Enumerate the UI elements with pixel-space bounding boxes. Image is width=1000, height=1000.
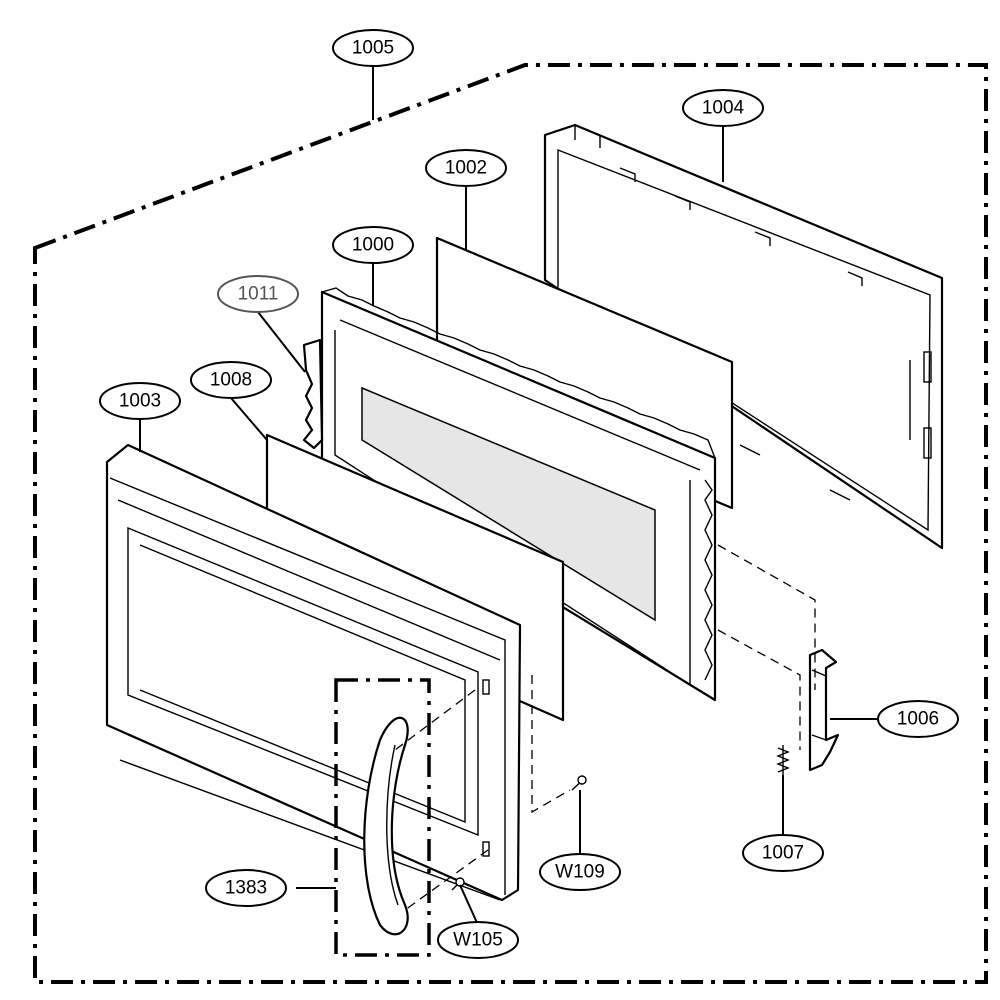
callout-1008: 1008	[190, 361, 272, 399]
assembly-boundary	[33, 63, 988, 984]
part-1383-handle	[334, 678, 431, 957]
leader-lines	[139, 67, 880, 926]
callout-1003-text: 1003	[119, 391, 161, 412]
callout-1006: 1006	[877, 700, 959, 738]
callout-1005: 1005	[332, 29, 414, 67]
callout-w105-text: W105	[453, 930, 503, 951]
callout-1006-text: 1006	[897, 709, 939, 730]
callout-1002-text: 1002	[445, 158, 487, 179]
callout-1004: 1004	[682, 89, 764, 127]
callout-1005-text: 1005	[352, 38, 394, 59]
callout-1003: 1003	[99, 382, 181, 420]
callout-1002: 1002	[425, 149, 507, 187]
part-1011-latch-plate	[302, 338, 324, 450]
part-1003-outer-door	[105, 443, 522, 902]
callout-1000-text: 1000	[352, 235, 394, 256]
callout-1008-text: 1008	[210, 370, 252, 391]
callout-1000: 1000	[332, 226, 414, 264]
part-1006-latch-hook	[808, 648, 840, 772]
assembly-guide-lines	[394, 544, 816, 911]
callout-w105: W105	[437, 921, 519, 959]
callout-1011-text: 1011	[238, 284, 279, 305]
callout-w109-text: W109	[555, 862, 605, 883]
callout-1383: 1383	[205, 869, 287, 907]
callout-1011: 1011	[217, 275, 299, 313]
callout-1007: 1007	[742, 834, 824, 872]
callout-1004-text: 1004	[702, 98, 745, 119]
callout-w109: W109	[539, 853, 621, 891]
callout-1383-text: 1383	[225, 878, 267, 899]
screw-w109	[571, 775, 587, 791]
part-1004-door-frame	[543, 123, 944, 550]
callout-1007-text: 1007	[762, 843, 804, 864]
